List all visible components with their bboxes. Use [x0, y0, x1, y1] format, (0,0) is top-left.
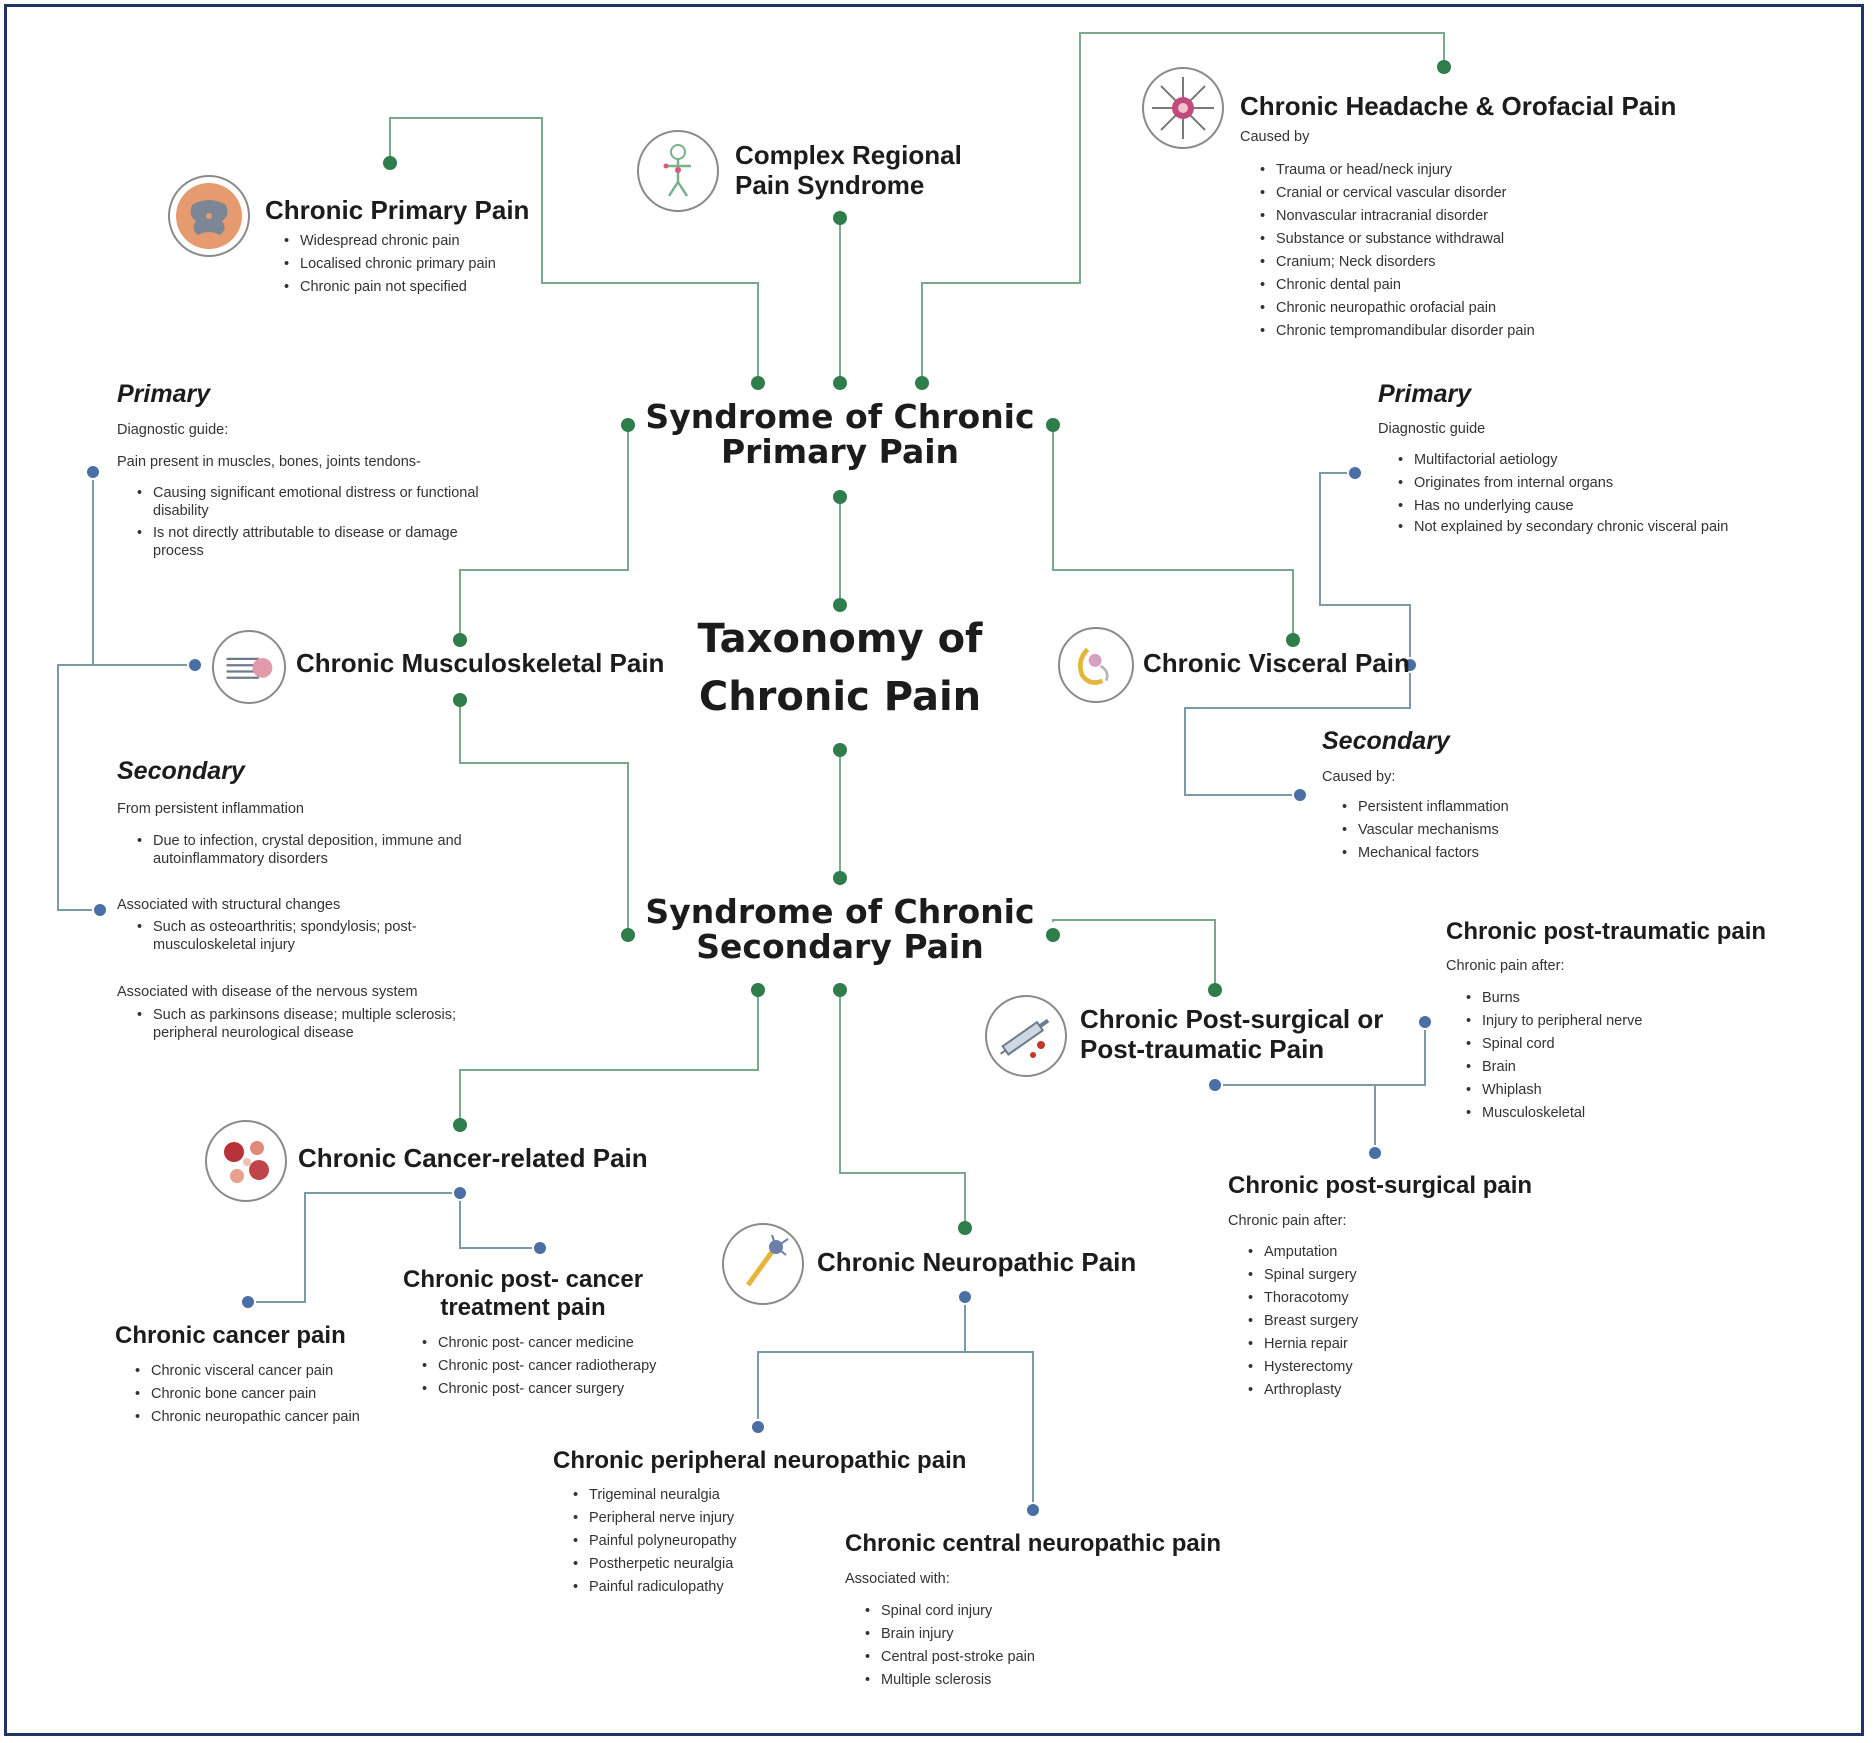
neuropathic-title: Chronic Neuropathic Pain — [817, 1247, 1137, 1277]
post-surgical-sub-list: Amputation Spinal surgery Thoracotomy Br… — [1246, 1241, 1358, 1402]
syringe-icon — [985, 995, 1067, 1077]
chronic-primary-pain-list: Widespread chronic pain Localised chroni… — [282, 230, 496, 299]
central-neuropathic-caption: Associated with: — [845, 1571, 950, 1587]
crps-title: Complex Regional Pain Syndrome — [735, 140, 962, 200]
chronic-primary-pain-title: Chronic Primary Pain — [265, 195, 530, 225]
visceral-secondary-caption: Caused by: — [1322, 769, 1396, 785]
central-neuropathic-list: Spinal cord injury Brain injury Central … — [863, 1600, 1035, 1692]
visceral-primary-caption: Diagnostic guide — [1378, 421, 1486, 437]
bracket-central-neuropathic — [965, 1351, 1034, 1510]
cancer-pain-title: Chronic cancer pain — [115, 1322, 346, 1349]
muscle-fibre-icon — [212, 630, 286, 704]
post-traumatic-caption: Chronic pain after: — [1446, 958, 1565, 974]
peripheral-neuropathic-list: Trigeminal neuralgia Peripheral nerve in… — [571, 1484, 736, 1599]
bracket-musculoskeletal-secondary — [57, 664, 100, 911]
post-traumatic-title: Chronic post-traumatic pain — [1446, 918, 1767, 945]
musculoskeletal-secondary-caption3: Associated with disease of the nervous s… — [117, 984, 418, 1000]
headache-list: Trauma or head/neck injury Cranial or ce… — [1258, 159, 1535, 343]
connector-post-surgical — [1052, 919, 1216, 990]
visceral-title: Chronic Visceral Pain — [1143, 648, 1410, 678]
connector-neuropathic — [839, 990, 966, 1228]
musculoskeletal-secondary-caption1: From persistent inflammation — [117, 801, 304, 817]
bracket-visceral-secondary — [1184, 665, 1411, 796]
body-figure-icon — [637, 130, 719, 212]
musculoskeletal-primary-line: Pain present in muscles, bones, joints t… — [117, 454, 421, 470]
musculoskeletal-title: Chronic Musculoskeletal Pain — [296, 648, 665, 678]
musculoskeletal-primary-list: Causing significant emotional distress o… — [135, 484, 483, 564]
diagram-frame — [4, 4, 1864, 1736]
musculoskeletal-secondary-list2: Such as osteoarthritis; spondylosis; pos… — [135, 918, 493, 958]
musculoskeletal-primary-header: Primary — [117, 380, 211, 408]
connector-chronic-primary-pain — [389, 117, 759, 383]
connector-cancer — [459, 990, 759, 1125]
musculoskeletal-secondary-caption2: Associated with structural changes — [117, 897, 341, 913]
connector-headache — [921, 32, 1445, 383]
connector-visceral — [1052, 425, 1294, 640]
headache-title: Chronic Headache & Orofacial Pain — [1240, 91, 1677, 121]
neuron-icon — [722, 1223, 804, 1305]
visceral-secondary-header: Secondary — [1322, 727, 1450, 755]
post-surgical-title: Chronic Post-surgical or Post-traumatic … — [1080, 1004, 1384, 1064]
secondary-syndrome-title: Syndrome of Chronic Secondary Pain — [645, 892, 1035, 966]
headache-caption: Caused by — [1240, 129, 1310, 145]
post-cancer-title: Chronic post- cancer treatment pain — [403, 1266, 644, 1321]
post-surgical-sub-caption: Chronic pain after: — [1228, 1213, 1347, 1229]
musculoskeletal-secondary-header: Secondary — [117, 757, 245, 785]
bracket-post-traumatic — [1375, 1022, 1426, 1086]
post-surgical-sub-title: Chronic post-surgical pain — [1228, 1172, 1533, 1199]
post-cancer-list: Chronic post- cancer medicine Chronic po… — [420, 1332, 656, 1401]
diagram-title: Taxonomy of Chronic Pain — [697, 616, 983, 720]
central-neuropathic-title: Chronic central neuropathic pain — [845, 1530, 1222, 1557]
bracket-post-surgical — [1215, 1084, 1376, 1153]
head-nerves-icon — [1142, 67, 1224, 149]
cancer-cells-icon — [205, 1120, 287, 1202]
visceral-primary-list: Multifactorial aetiology Originates from… — [1396, 449, 1754, 536]
cancer-title: Chronic Cancer-related Pain — [298, 1143, 648, 1173]
post-traumatic-list: Burns Injury to peripheral nerve Spinal … — [1464, 987, 1642, 1125]
connector-musculoskeletal — [459, 425, 629, 640]
peripheral-neuropathic-title: Chronic peripheral neuropathic pain — [553, 1447, 967, 1474]
musculoskeletal-primary-caption: Diagnostic guide: — [117, 422, 229, 438]
primary-syndrome-title: Syndrome of Chronic Primary Pain — [645, 397, 1035, 471]
bracket-cancer-pain — [248, 1192, 460, 1303]
visceral-primary-header: Primary — [1378, 380, 1472, 408]
musculoskeletal-secondary-list1: Due to infection, crystal deposition, im… — [135, 832, 493, 872]
connector-musculoskeletal-secondary — [459, 700, 629, 935]
visceral-secondary-list: Persistent inflammation Vascular mechani… — [1340, 796, 1509, 865]
spinal-cord-icon — [168, 175, 250, 257]
musculoskeletal-secondary-list3: Such as parkinsons disease; multiple scl… — [135, 1006, 493, 1046]
cancer-pain-list: Chronic visceral cancer pain Chronic bon… — [133, 1360, 360, 1429]
visceral-organ-icon — [1058, 627, 1134, 703]
bracket-visceral-primary — [1319, 472, 1411, 665]
bracket-peripheral-neuropathic — [757, 1297, 966, 1427]
bracket-post-cancer — [459, 1193, 540, 1249]
